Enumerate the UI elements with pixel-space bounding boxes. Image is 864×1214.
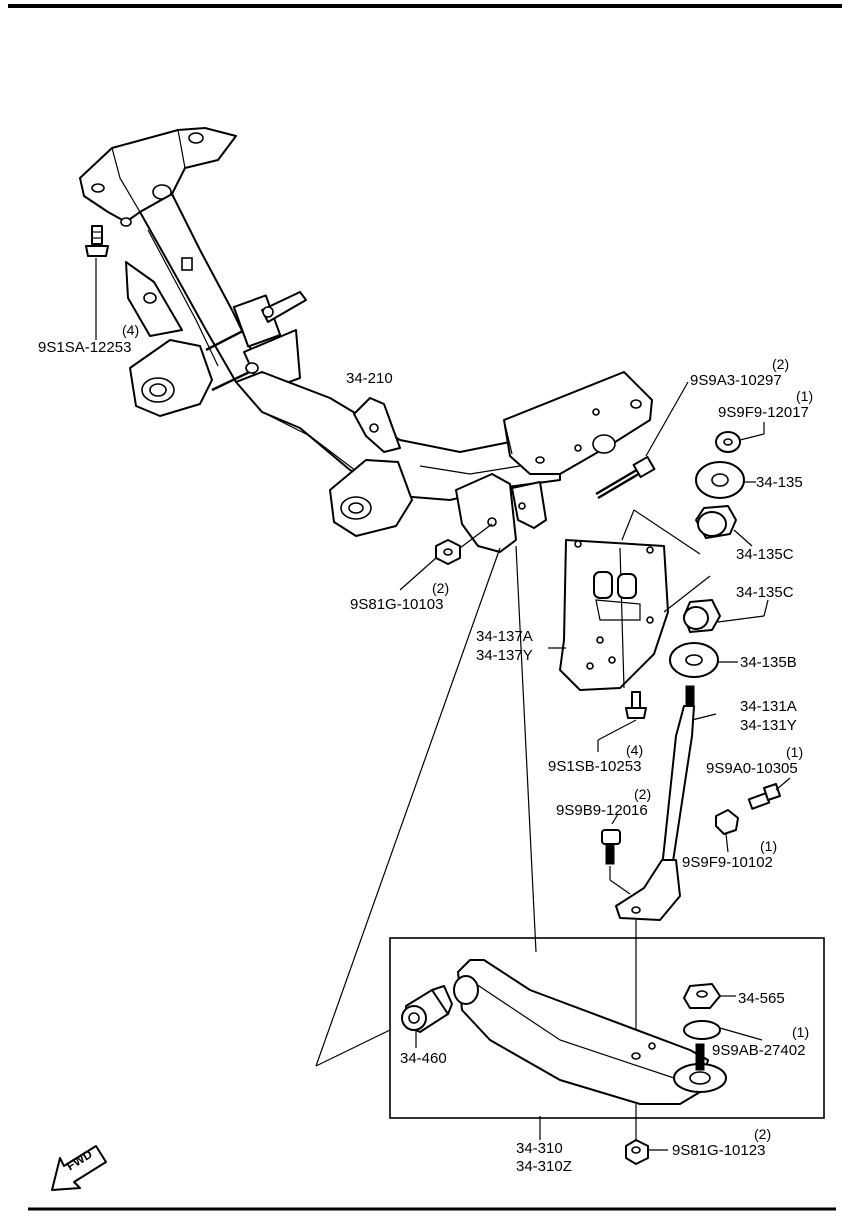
washer-34-135b: [669, 642, 738, 678]
lower-arm-34-310: [453, 959, 727, 1140]
qty-9s1sb-10253: (4): [626, 742, 644, 758]
qty-9s9b9-12016: (2): [634, 786, 652, 802]
lower-arm-box: [389, 937, 825, 1119]
bushing-34-135c-lower: [683, 599, 769, 633]
qty-9s9a0-10305: (1): [786, 744, 804, 760]
qty-9s1sa-12253: (4): [122, 322, 140, 338]
label-34-310z: 34-310Z: [516, 1158, 572, 1175]
label-34-135c-upper: 34-135C: [736, 546, 794, 563]
label-9s9a0-10305: 9S9A0-10305: [706, 760, 798, 777]
label-34-135: 34-135: [756, 474, 803, 491]
label-34-135c-lower: 34-135C: [736, 584, 794, 601]
bolt-9s9b9-12016: [601, 813, 631, 895]
label-9s9f9-10102: 9S9F9-10102: [682, 854, 773, 871]
bushing-34-460: [401, 985, 453, 1048]
label-34-460: 34-460: [400, 1050, 447, 1067]
label-34-210: 34-210: [346, 370, 393, 387]
nut-9s81g-10103: [399, 523, 493, 591]
label-9s9a3-10297: 9S9A3-10297: [690, 372, 782, 389]
qty-9s81g-10103: (2): [432, 580, 450, 596]
qty-9s9ab-27402: (1): [792, 1024, 810, 1040]
bolt-9s9a0-10305: [747, 777, 791, 810]
label-34-310: 34-310: [516, 1140, 563, 1157]
bolt-9s9a3-10297: [595, 381, 689, 500]
label-9s81g-10123: 9S81G-10123: [672, 1142, 766, 1159]
bolt-9s1sa-12253: [85, 225, 109, 340]
qty-9s81g-10123: (2): [754, 1126, 772, 1142]
nut-9s9f9-12017: [715, 422, 765, 453]
label-34-137a: 34-137A: [476, 628, 533, 645]
washer-34-135: [695, 461, 756, 499]
label-9s9f9-12017: 9S9F9-12017: [718, 404, 809, 421]
leader-box-in: [315, 1029, 391, 1067]
bracket-34-137a: [559, 509, 711, 691]
label-34-131a: 34-131A: [740, 698, 797, 715]
fwd-arrow-icon: [51, 1145, 107, 1191]
qty-9s9f9-10102: (1): [760, 838, 778, 854]
label-9s9ab-27402: 9S9AB-27402: [712, 1042, 806, 1059]
label-9s81g-10103: 9S81G-10103: [350, 596, 444, 613]
cap-34-565: [683, 983, 736, 1009]
rod-34-131a: [615, 685, 717, 921]
label-34-137y: 34-137Y: [476, 647, 533, 664]
label-34-565: 34-565: [738, 990, 785, 1007]
qty-9s9f9-12017: (1): [796, 388, 814, 404]
ring-9s9ab-27402: [683, 1020, 763, 1041]
qty-9s9a3-10297: (2): [772, 356, 790, 372]
leader-137a-right: [515, 545, 537, 953]
leader-137a-left: [315, 547, 501, 1067]
nut-9s9f9-10102: [715, 809, 739, 853]
label-34-131y: 34-131Y: [740, 717, 797, 734]
nut-9s81g-10123: [625, 1104, 668, 1165]
label-34-135b: 34-135B: [740, 654, 797, 671]
bolt-9s1sb-10253: [597, 691, 647, 752]
label-9s1sa-12253: 9S1SA-12253: [38, 339, 132, 356]
label-9s1sb-10253: 9S1SB-10253: [548, 758, 642, 775]
label-9s9b9-12016: 9S9B9-12016: [556, 802, 648, 819]
bushing-34-135c-upper: [695, 505, 753, 547]
crossmember-34-210: [79, 127, 653, 553]
